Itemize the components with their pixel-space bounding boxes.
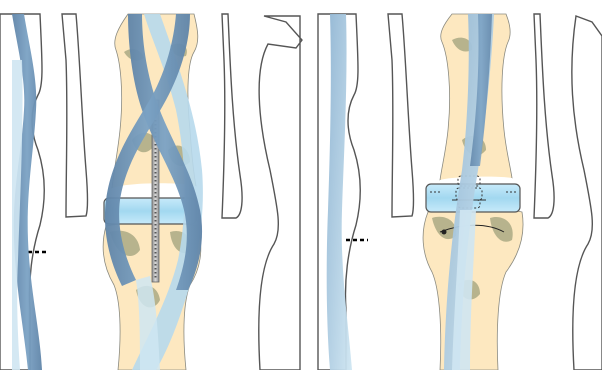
left-panel — [0, 14, 302, 370]
finger-outline — [62, 14, 88, 217]
finger-outline — [572, 16, 602, 370]
right-panel — [318, 14, 602, 370]
finger-outline — [534, 14, 554, 218]
pin-hole — [442, 230, 447, 235]
finger-outline — [222, 14, 242, 218]
finger-outline — [388, 14, 414, 217]
finger-outline — [259, 16, 302, 370]
